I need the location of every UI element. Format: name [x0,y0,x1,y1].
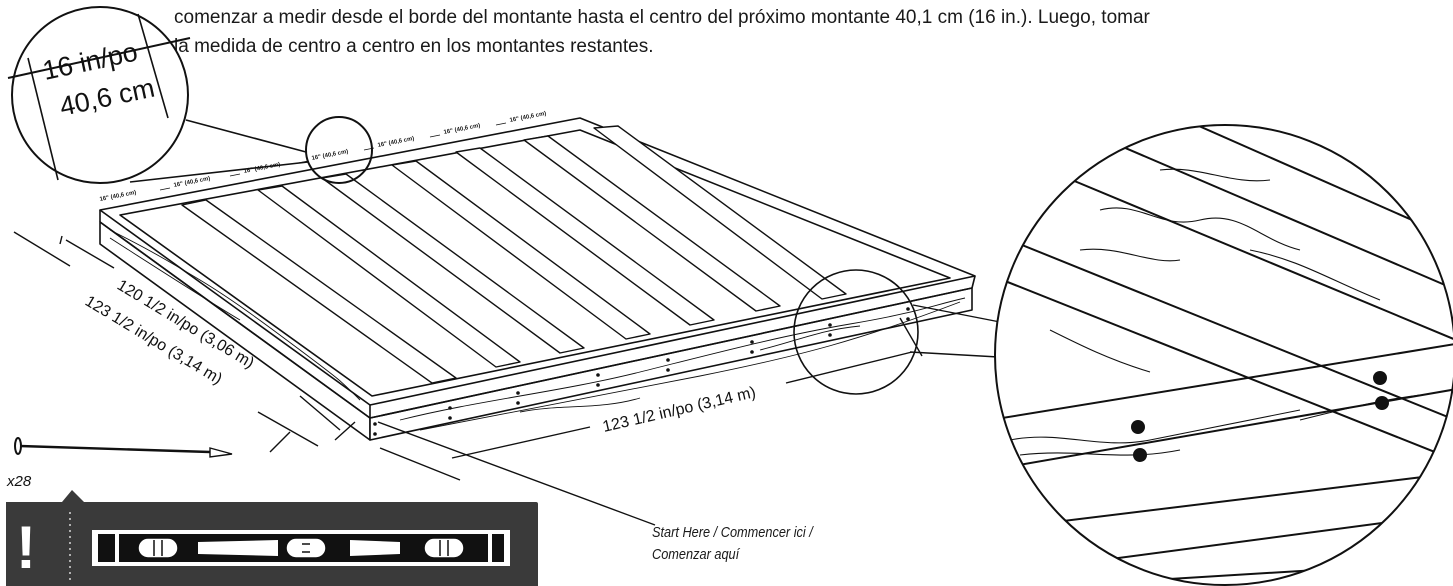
width-label: 123 1/2 in/po (3,14 m) [601,384,757,436]
notice-symbol: ! [16,514,36,581]
start-caption-line-2: Comenzar aquí [652,546,740,563]
nail-quantity: x28 [6,473,32,490]
spacing-label-1: 16" (40,6 cm) [99,190,137,203]
spacing-label-6: 16" (40,6 cm) [443,123,481,136]
notice-bar: ! [6,490,538,586]
spacing-magnifier: 16 in/po 40,6 cm [7,6,373,184]
spacing-label-5: 16" (40,6 cm) [377,136,415,149]
start-caption-line-1: Start Here / Commencer ici / [652,524,813,541]
spacing-label-2: 16" (40,6 cm) [173,176,211,189]
corner-zoom [793,124,1453,586]
nail-icon [14,437,233,458]
level-tool-icon [92,530,510,566]
instruction-line-1: comenzar a medir desde el borde del mont… [174,7,1150,28]
spacing-label-4: 16" (40,6 cm) [311,149,349,162]
dimension-lines [13,231,923,526]
instruction-line-2: la medida de centro a centro en los mont… [174,36,654,57]
joists [181,125,847,384]
instruction-text: comenzar a medir desde el borde del mont… [174,3,1444,61]
spacing-label-7: 16" (40,6 cm) [509,111,547,124]
floor-frame [99,117,976,441]
start-caption: Start Here / Commencer ici / Comenzar aq… [652,522,813,566]
